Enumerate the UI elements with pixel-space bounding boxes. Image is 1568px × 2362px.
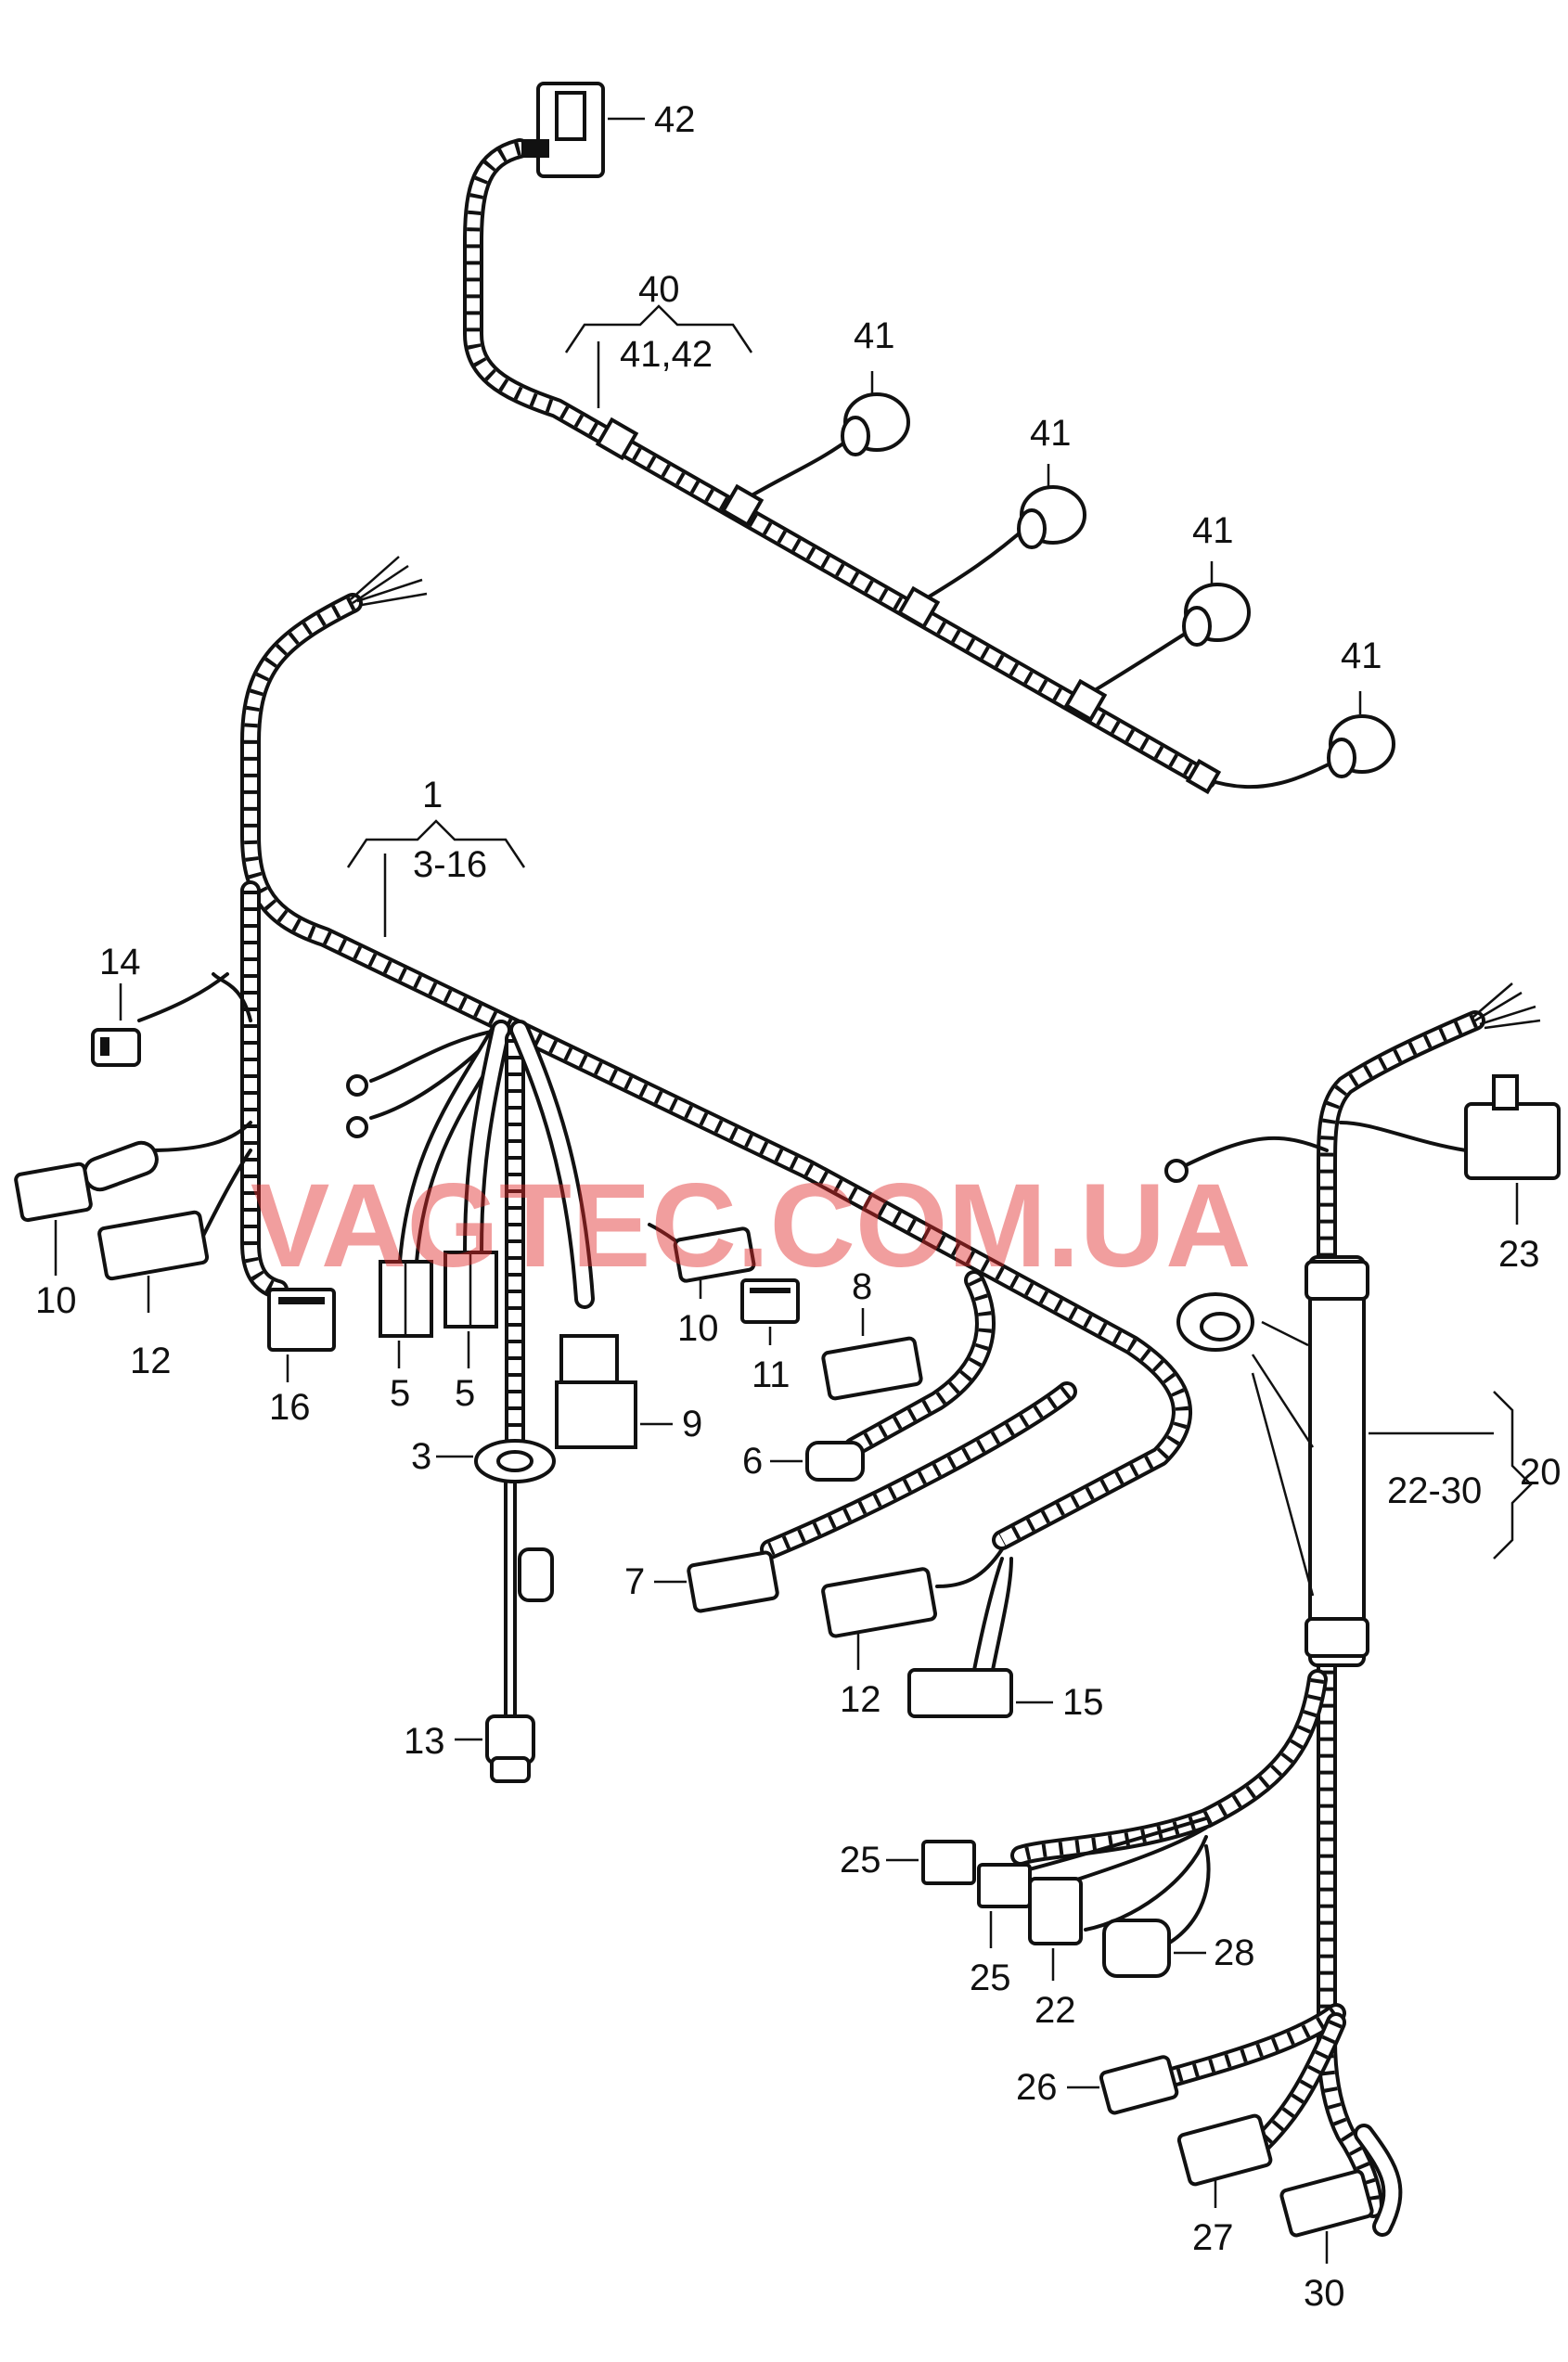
label-3-16: 3-16 [413,844,487,885]
injector-41-c [1182,561,1251,647]
bracket-20 [1251,1320,1533,1597]
label-6: 6 [742,1441,763,1482]
watermark: VAGTEC.COM.UA [251,1160,1252,1292]
bracket-40 [564,304,753,408]
label-12-left: 12 [130,1341,172,1381]
label-30: 30 [1304,2273,1345,2314]
connector-9 [555,1334,673,1449]
label-25-a: 25 [840,1840,881,1881]
connector-16 [267,1288,336,1382]
injector-41-a [841,371,910,456]
connector-28 [1102,1919,1206,1978]
label-25-b: 25 [970,1958,1011,1998]
connector-12-right [821,1547,1013,1672]
suppressor [83,1140,159,1192]
label-14: 14 [99,942,141,982]
connector-27 [1176,2113,1273,2208]
connector-15 [907,1668,1053,1718]
connector-30 [1279,2169,1374,2264]
connector-6 [770,1441,865,1482]
label-22-30: 22-30 [1387,1470,1482,1511]
connector-25-b [977,1863,1032,1948]
label-22: 22 [1035,1990,1076,2031]
connector-13 [455,1714,535,1783]
harness-40 [463,138,1347,795]
ring-terminals [346,1074,368,1138]
label-3: 3 [411,1436,431,1477]
label-9: 9 [682,1404,702,1444]
label-15: 15 [1062,1682,1104,1723]
label-28: 28 [1214,1932,1255,1973]
label-5-b: 5 [455,1373,475,1414]
clip [518,1547,554,1602]
callout-labels: 42 40 41,42 41 41 41 41 1 3-16 14 10 12 … [35,99,1562,2314]
connector-23 [1464,1074,1561,1225]
connector-22 [1028,1877,1083,1981]
connector-12-left [97,1210,210,1313]
label-26: 26 [1016,2067,1058,2108]
relay-5-b [443,1251,498,1368]
label-11: 11 [752,1354,790,1395]
label-13: 13 [404,1721,445,1762]
connector-10-left [14,1162,93,1276]
label-12-right: 12 [840,1679,881,1720]
label-7: 7 [624,1561,645,1602]
connector-42 [521,82,645,178]
label-41-c: 41 [1192,510,1234,551]
connector-14 [91,983,141,1067]
label-10-left: 10 [35,1280,77,1321]
label-5-a: 5 [390,1373,410,1414]
label-41-d: 41 [1341,635,1382,676]
label-16: 16 [269,1387,311,1428]
label-42: 42 [654,99,696,140]
clamp-20 [1176,1292,1254,1352]
label-1: 1 [422,775,443,815]
connector-11 [740,1278,800,1345]
label-27: 27 [1192,2217,1234,2258]
label-41-b: 41 [1030,413,1072,454]
harness-1 [137,556,1192,1727]
connector-7 [654,1550,779,1613]
grommet-3 [436,1439,556,1483]
connector-10-right [673,1226,756,1299]
connector-26 [1067,2055,1179,2115]
label-10-right: 10 [677,1308,719,1349]
label-8: 8 [852,1266,872,1307]
label-40: 40 [638,269,680,310]
connector-25-a [886,1840,976,1885]
label-23: 23 [1498,1234,1540,1275]
relay-5-a [379,1260,433,1368]
injector-41-d [1327,691,1395,778]
injector-41-b [1017,464,1086,549]
harness-20 [1009,982,1541,2237]
label-41-a: 41 [854,315,895,356]
connector-8 [821,1308,923,1401]
label-20: 20 [1520,1452,1562,1493]
label-41-42: 41,42 [620,334,713,375]
bracket-1 [346,819,526,937]
